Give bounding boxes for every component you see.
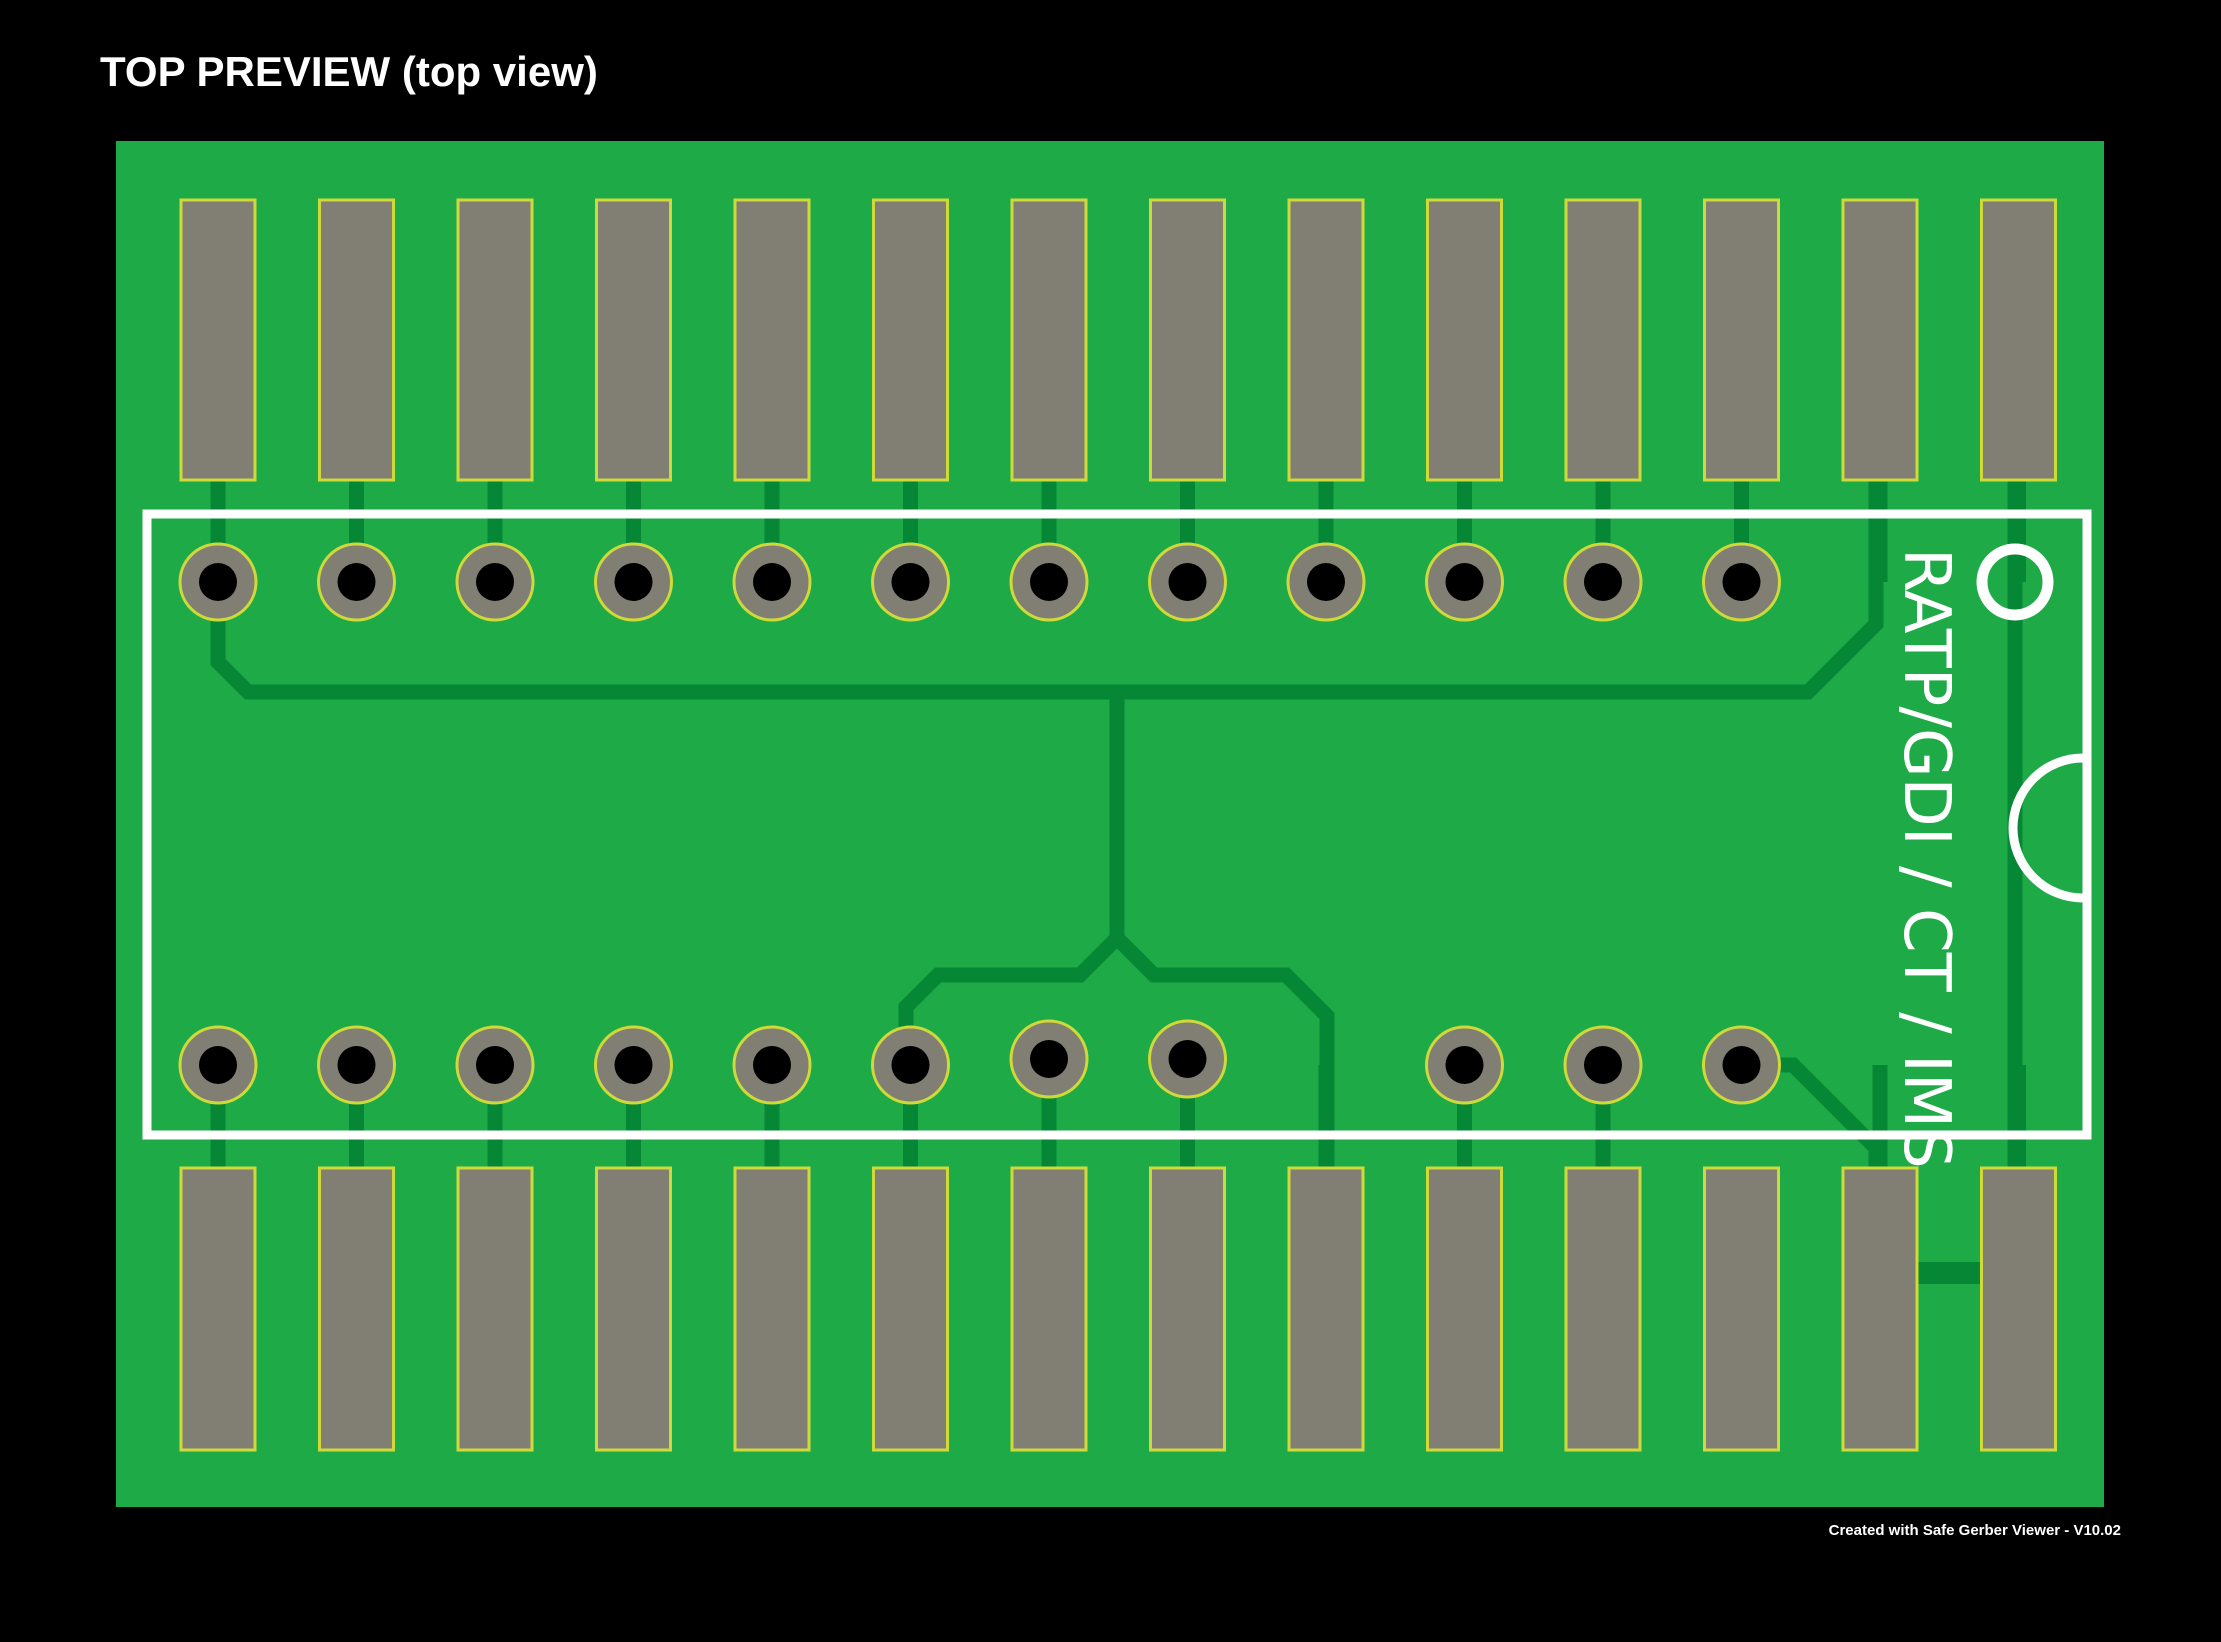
bottom-edge-pad-6 (872, 1166, 949, 1452)
top-edge-pad-12 (1703, 198, 1780, 482)
viewer-credit: Created with Safe Gerber Viewer - V10.02 (1828, 1522, 2121, 1539)
through-holes (178, 542, 1781, 1105)
through-hole-top-6 (871, 542, 950, 622)
bottom-edge-pad-2 (318, 1166, 395, 1452)
bottom-edge-pad-14 (1980, 1166, 2057, 1452)
bottom-edge-pads (179, 1166, 2057, 1452)
top-edge-pads (179, 198, 2057, 482)
through-hole-bottom-8 (1148, 1019, 1227, 1099)
top-edge-pad-14 (1980, 198, 2057, 482)
bottom-edge-pad-4 (595, 1166, 672, 1452)
through-hole-bottom-5 (732, 1025, 812, 1105)
through-hole-bottom-11 (1702, 1025, 1781, 1105)
top-edge-pad-10 (1426, 198, 1503, 482)
top-edge-pad-1 (179, 198, 257, 482)
top-edge-pad-4 (595, 198, 672, 482)
through-hole-top-2 (317, 542, 396, 622)
through-hole-top-10 (1425, 542, 1504, 622)
through-hole-bottom-9 (1425, 1025, 1504, 1105)
trace-ground-bus (210, 478, 1884, 700)
bottom-edge-pad-13 (1841, 1166, 1919, 1452)
bottom-edge-pad-7 (1010, 1166, 1088, 1452)
top-edge-pad-2 (318, 198, 395, 482)
trace-pad-bridge (1900, 1262, 1992, 1284)
pin1-marker (1976, 543, 2054, 621)
through-hole-bottom-3 (455, 1025, 535, 1105)
top-edge-pad-5 (733, 198, 811, 482)
bottom-edge-pad-11 (1564, 1166, 1642, 1452)
bottom-edge-pad-8 (1149, 1166, 1226, 1452)
bottom-edge-pad-3 (456, 1166, 534, 1452)
through-hole-top-11 (1563, 542, 1643, 622)
through-hole-bottom-1 (178, 1025, 258, 1105)
through-hole-top-5 (732, 542, 812, 622)
through-hole-top-8 (1148, 542, 1227, 622)
top-edge-pad-13 (1841, 198, 1919, 482)
bottom-edge-pad-5 (733, 1166, 811, 1452)
ic-notch (2008, 753, 2084, 903)
through-hole-top-4 (594, 542, 673, 622)
through-hole-top-12 (1702, 542, 1781, 622)
silkscreen-label: RATP/GDI / CT / IMS (1889, 548, 1963, 1169)
through-hole-bottom-2 (317, 1025, 396, 1105)
bottom-edge-pad-1 (179, 1166, 257, 1452)
top-edge-pad-9 (1287, 198, 1365, 482)
bottom-edge-pad-10 (1426, 1166, 1503, 1452)
top-edge-pad-8 (1149, 198, 1226, 482)
bottom-edge-pad-12 (1703, 1166, 1780, 1452)
top-edge-pad-3 (456, 198, 534, 482)
through-hole-top-3 (455, 542, 535, 622)
top-edge-pad-11 (1564, 198, 1642, 482)
through-hole-top-9 (1286, 542, 1366, 622)
top-edge-pad-6 (872, 198, 949, 482)
trace-right-branch (1111, 932, 1335, 1168)
bottom-edge-pad-9 (1287, 1166, 1365, 1452)
view-title: TOP PREVIEW (top view) (100, 48, 598, 95)
through-hole-bottom-10 (1563, 1025, 1643, 1105)
through-hole-bottom-6 (871, 1025, 950, 1105)
through-hole-top-1 (178, 542, 258, 622)
top-edge-pad-7 (1010, 198, 1088, 482)
through-hole-bottom-7 (1009, 1019, 1089, 1099)
through-hole-bottom-4 (594, 1025, 673, 1105)
ic-silkscreen-outline (142, 509, 2092, 1140)
through-hole-top-7 (1009, 542, 1089, 622)
